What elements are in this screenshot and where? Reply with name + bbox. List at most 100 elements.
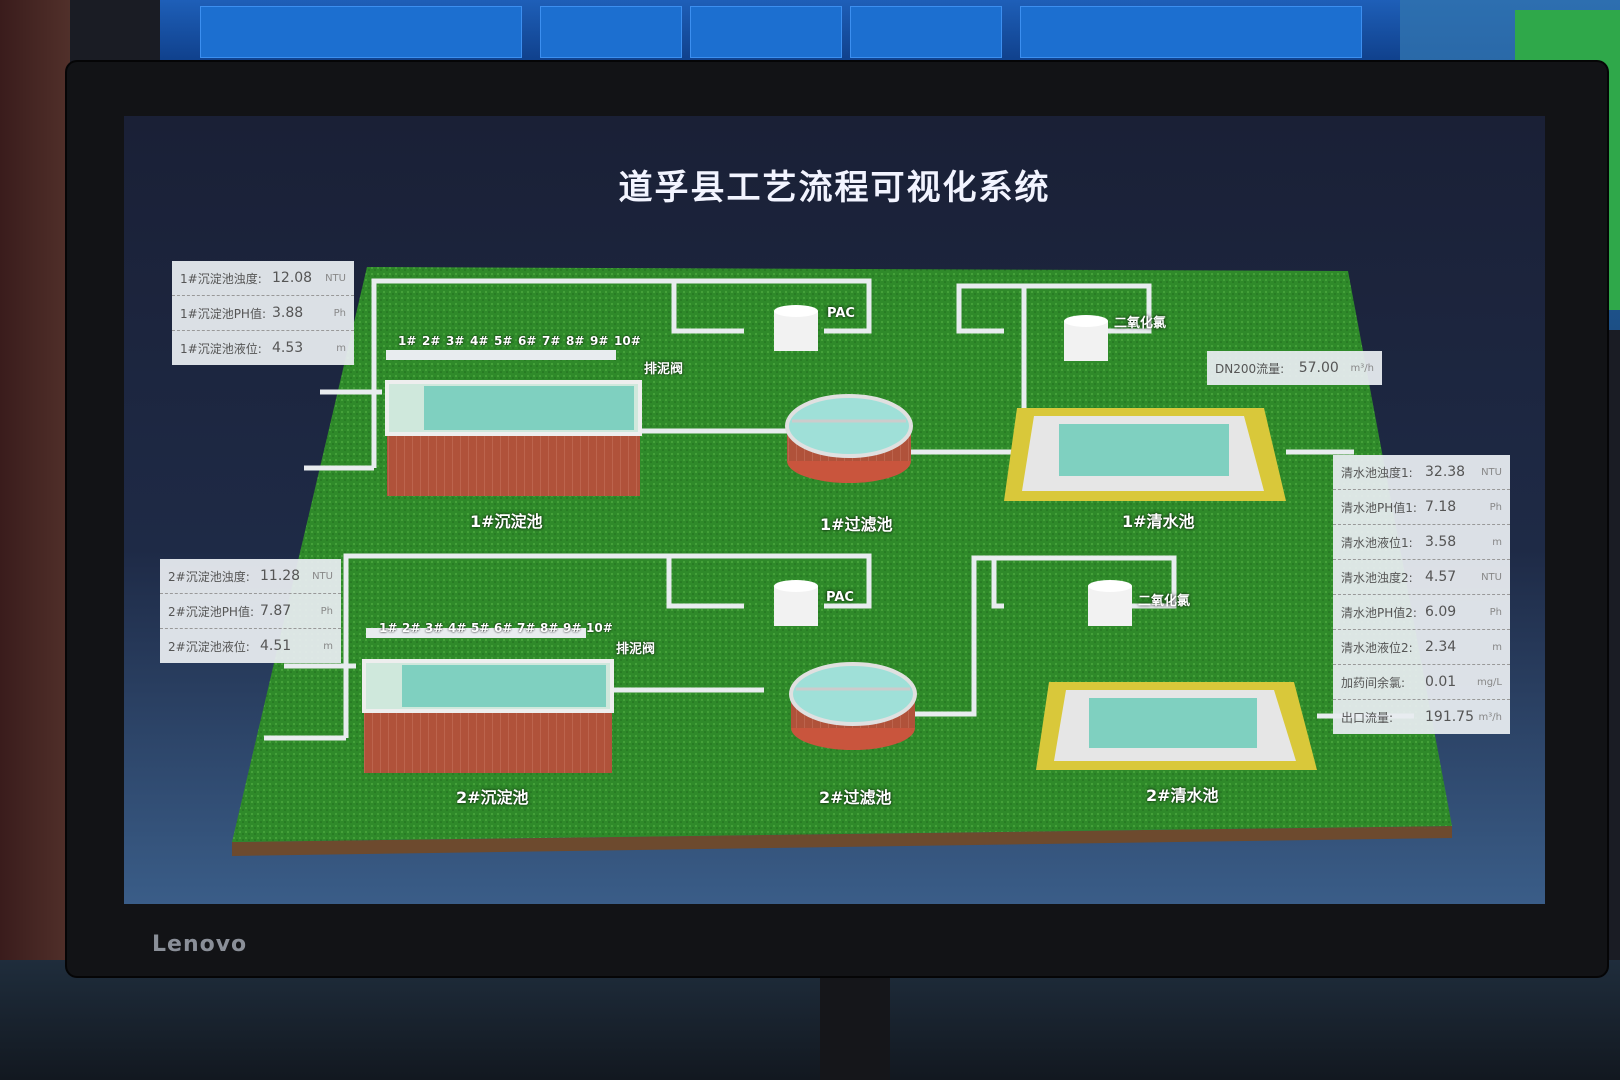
reading-label: 清水池浊度1:	[1341, 465, 1413, 480]
sludge-valve-label-1: 排泥阀	[644, 362, 684, 377]
pac-label-2: PAC	[826, 590, 854, 605]
reading-value: 7.87	[260, 603, 292, 619]
valve-label: 3#	[425, 621, 444, 635]
pipes	[264, 278, 1414, 741]
valve-label: 5#	[471, 621, 490, 635]
reading-value: 57.00	[1298, 360, 1339, 376]
reading-unit: mg/L	[1476, 676, 1502, 688]
pac-tank-1	[774, 305, 818, 351]
filter-tank-2	[789, 662, 917, 750]
valve-label: 2#	[402, 621, 421, 635]
reading-unit: NTU	[312, 570, 333, 582]
reading-label: 清水池浊度2:	[1341, 570, 1413, 585]
valve-label: 1#	[379, 621, 398, 635]
reading-value: 4.57	[1425, 569, 1457, 585]
reading-row: 清水池浊度1: 32.38 NTU	[1333, 455, 1510, 490]
reading-value: 12.08	[272, 270, 313, 286]
reading-value: 2.34	[1425, 639, 1457, 655]
valve-label: 1#	[398, 334, 417, 348]
reading-value: 11.28	[260, 568, 301, 584]
valve-label: 8#	[540, 621, 559, 635]
valve-label: 10#	[614, 334, 641, 348]
reading-label: 2#沉淀池液位:	[168, 639, 250, 654]
reading-unit: m	[323, 640, 333, 652]
desk	[0, 960, 1620, 1080]
sedimentation-tank-2-label[interactable]: 2#沉淀池	[456, 788, 529, 807]
reading-value: 3.88	[272, 305, 304, 321]
reading-row: 1#沉淀池浊度: 12.08 NTU	[172, 261, 354, 296]
filter-tank-1-label[interactable]: 1#过滤池	[820, 515, 893, 534]
valve-label: 4#	[448, 621, 467, 635]
background-panel	[200, 6, 522, 58]
reading-label: 清水池液位1:	[1341, 535, 1413, 550]
reading-unit: m	[1492, 641, 1502, 653]
background-dashboard-screen	[160, 0, 1400, 64]
reading-label: 加药间余氯:	[1341, 675, 1406, 690]
reading-unit: Ph	[1489, 606, 1502, 618]
reading-label: 1#沉淀池液位:	[180, 341, 262, 356]
background-panel	[690, 6, 842, 58]
valve-label: 8#	[566, 334, 585, 348]
clo2-tank-2	[1088, 580, 1132, 626]
clear-water-tank-1-label[interactable]: 1#清水池	[1122, 512, 1195, 531]
reading-value: 4.51	[260, 638, 292, 654]
reading-value: 6.09	[1425, 604, 1457, 620]
monitor-screen: 道孚县工艺流程可视化系统	[124, 116, 1545, 904]
reading-value: 4.53	[272, 340, 304, 356]
reading-row: 2#沉淀池液位: 4.51 m	[160, 629, 341, 663]
valve-label: 7#	[542, 334, 561, 348]
reading-label: 出口流量:	[1341, 710, 1394, 725]
clear-water-tank-2-label[interactable]: 2#清水池	[1146, 786, 1219, 805]
process-diagram	[232, 267, 1452, 856]
reading-label: 清水池PH值2:	[1341, 605, 1417, 620]
reading-label: 清水池PH值1:	[1341, 500, 1417, 515]
reading-unit: Ph	[333, 307, 346, 319]
sludge-valves-2	[366, 628, 586, 638]
reading-unit: NTU	[325, 272, 346, 284]
reading-label: 2#沉淀池PH值:	[168, 604, 254, 619]
sedimentation-tank-2	[362, 659, 614, 773]
reading-unit: NTU	[1481, 466, 1502, 478]
reading-unit: Ph	[320, 605, 333, 617]
page-title: 道孚县工艺流程可视化系统	[618, 168, 1051, 208]
pac-label-1: PAC	[827, 306, 855, 321]
filter-tank-1	[785, 394, 913, 483]
sludge-valves-1	[386, 350, 616, 360]
reading-unit: m³/h	[1478, 711, 1502, 723]
ground-edge	[232, 826, 1452, 856]
reading-row: 2#沉淀池PH值: 7.87 Ph	[160, 594, 341, 629]
sludge-valve-label-2: 排泥阀	[616, 642, 656, 657]
filter-tank-2-label[interactable]: 2#过滤池	[819, 788, 892, 807]
sedimentation-tank-1	[385, 380, 642, 496]
clo2-label-1: 二氧化氯	[1114, 316, 1167, 331]
valve-label: 7#	[517, 621, 536, 635]
valve-label: 5#	[494, 334, 513, 348]
background-panel	[1020, 6, 1362, 58]
clo2-label-2: 二氧化氯	[1138, 594, 1191, 609]
reading-value: 32.38	[1425, 464, 1466, 480]
valve-label: 4#	[470, 334, 489, 348]
reading-unit: m³/h	[1350, 362, 1374, 374]
reading-row: 清水池PH值2: 6.09 Ph	[1333, 595, 1510, 630]
background-panel	[540, 6, 682, 58]
reading-unit: m	[1492, 536, 1502, 548]
reading-label: 1#沉淀池浊度:	[180, 271, 262, 286]
sedimentation-tank-1-label[interactable]: 1#沉淀池	[470, 512, 543, 531]
brand-logo: Lenovo	[152, 932, 248, 957]
valve-label: 9#	[590, 334, 609, 348]
valve-label: 3#	[446, 334, 465, 348]
clo2-tank-1	[1064, 315, 1108, 361]
valve-label: 2#	[422, 334, 441, 348]
background-panel	[850, 6, 1002, 58]
